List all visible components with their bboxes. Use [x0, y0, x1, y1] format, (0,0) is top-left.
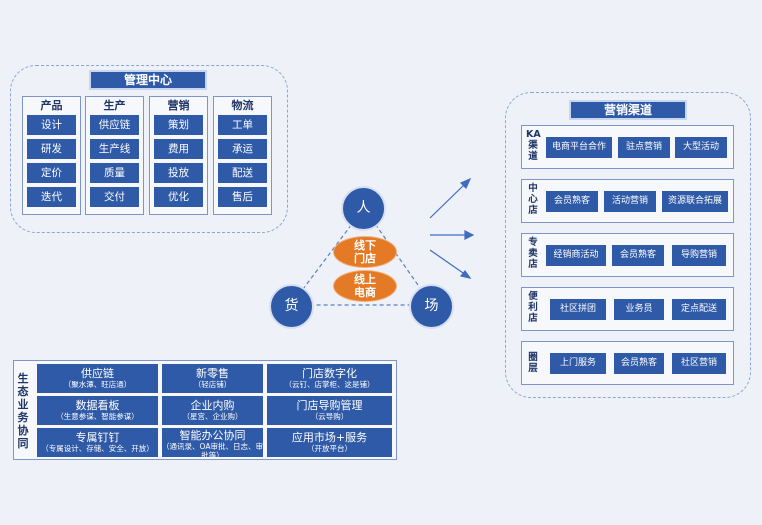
- mgmt-item: 定价: [27, 163, 76, 183]
- eco-cell-store-digital: 门店数字化 （云钉、店掌柜、这是铺）: [267, 364, 392, 393]
- eco-sub: （轻店铺）: [193, 380, 232, 389]
- channel-item: 定点配送: [672, 299, 726, 320]
- eco-title: 数据看板: [75, 399, 120, 412]
- eco-sub: （聚水潭、旺店通）: [63, 380, 132, 389]
- channel-item: 社区营销: [672, 353, 726, 374]
- mgmt-item: 配送: [218, 163, 267, 183]
- channel-item: 上门服务: [550, 353, 606, 374]
- mgmt-column-head: 物流: [231, 99, 254, 112]
- mgmt-item: 生产线: [90, 139, 139, 159]
- eco-title: 应用市场+服务: [291, 431, 368, 444]
- eco-cell-internal-purchase: 企业内购 （星宫、企业购）: [162, 396, 263, 425]
- eco-cell-office: 智能办公协同 （通讯录、OA审批、日志、审批等）: [162, 428, 263, 460]
- mgmt-item: 设计: [27, 115, 76, 135]
- mgmt-column-product: 产品 设计 研发 定价 迭代: [22, 96, 81, 215]
- eco-side-label: 生态业务协同: [17, 372, 29, 450]
- node-people: 人: [341, 186, 386, 231]
- mgmt-item: 策划: [154, 115, 203, 135]
- eco-title: 门店导购管理: [296, 399, 363, 412]
- online-line2: 电商: [354, 286, 376, 299]
- eco-cell-supply-chain: 供应链 （聚水潭、旺店通）: [37, 364, 158, 393]
- eco-sub: （开放平台）: [307, 444, 352, 453]
- channel-item: 电商平台合作: [546, 137, 612, 158]
- eco-cell-app-market: 应用市场+服务 （开放平台）: [267, 428, 392, 457]
- mgmt-item: 售后: [218, 187, 267, 207]
- eco-cell-store-guide: 门店导购管理 （云导购）: [267, 396, 392, 425]
- channel-row-center-store: 中心店 会员熟客 活动营销 资源联合拓展: [521, 179, 734, 223]
- offline-line1: 线下: [354, 239, 376, 252]
- eco-sub: （星宫、企业购）: [182, 412, 243, 421]
- offline-line2: 门店: [354, 252, 376, 265]
- eco-title: 门店数字化: [302, 367, 357, 380]
- channel-row-specialty-store: 专卖店 经销商活动 会员熟客 导购营销: [521, 233, 734, 277]
- mgmt-item: 优化: [154, 187, 203, 207]
- channel-row-circle: 圈层 上门服务 会员熟客 社区营销: [521, 341, 734, 385]
- mgmt-item: 质量: [90, 163, 139, 183]
- management-center-title: 管理中心: [89, 70, 207, 90]
- mgmt-item: 费用: [154, 139, 203, 159]
- eco-cell-data-board: 数据看板 （生意参谋、智能参谋）: [37, 396, 158, 425]
- eco-title: 新零售: [196, 367, 229, 380]
- channel-item: 业务员: [614, 299, 664, 320]
- mgmt-item: 迭代: [27, 187, 76, 207]
- eco-title: 智能办公协同: [179, 429, 246, 442]
- channel-item: 导购营销: [672, 245, 726, 266]
- channel-label: 专卖店: [528, 237, 538, 270]
- online-line1: 线上: [354, 273, 376, 286]
- mgmt-column-head: 产品: [40, 99, 63, 112]
- channel-item: 驻点营销: [618, 137, 670, 158]
- channel-row-convenience-store: 便利店 社区拼团 业务员 定点配送: [521, 287, 734, 331]
- marketing-channels-title: 营销渠道: [569, 100, 687, 120]
- channel-label: 中心店: [528, 183, 538, 216]
- eco-title: 专属钉钉: [75, 431, 120, 444]
- channel-label: 便利店: [528, 291, 538, 324]
- node-goods: 货: [269, 284, 314, 329]
- channel-row-ka: KA渠道 电商平台合作 驻点营销 大型活动: [521, 125, 734, 169]
- eco-sub: （生意参谋、智能参谋）: [56, 412, 139, 421]
- mgmt-item: 交付: [90, 187, 139, 207]
- mgmt-item: 供应链: [90, 115, 139, 135]
- eco-sub: （通讯录、OA审批、日志、审批等）: [162, 442, 263, 460]
- mgmt-item: 投放: [154, 163, 203, 183]
- channel-item: 活动营销: [604, 191, 656, 212]
- eco-sub: （专属设计、存储、安全、开放）: [41, 444, 154, 453]
- mgmt-column-head: 生产: [103, 99, 126, 112]
- channel-label: KA渠道: [526, 129, 541, 162]
- offline-store-oval: 线下 门店: [333, 236, 397, 268]
- mgmt-column-head: 营销: [167, 99, 190, 112]
- online-ecommerce-oval: 线上 电商: [333, 270, 397, 302]
- channel-label: 圈层: [528, 352, 538, 374]
- mgmt-column-production: 生产 供应链 生产线 质量 交付: [85, 96, 144, 215]
- eco-title: 供应链: [81, 367, 114, 380]
- mgmt-column-logistics: 物流 工单 承运 配送 售后: [213, 96, 272, 215]
- channel-item: 会员熟客: [612, 245, 664, 266]
- node-venue: 场: [409, 284, 454, 329]
- channel-item: 大型活动: [675, 137, 727, 158]
- mgmt-item: 承运: [218, 139, 267, 159]
- channel-item: 会员熟客: [546, 191, 598, 212]
- management-center-panel: [10, 65, 288, 233]
- channel-item: 经销商活动: [546, 245, 606, 266]
- eco-sub: （云钉、店掌柜、这是铺）: [284, 380, 375, 389]
- eco-cell-dingtalk: 专属钉钉 （专属设计、存储、安全、开放）: [37, 428, 158, 457]
- eco-title: 企业内购: [190, 399, 235, 412]
- channel-item: 资源联合拓展: [662, 191, 728, 212]
- mgmt-item: 工单: [218, 115, 267, 135]
- eco-cell-new-retail: 新零售 （轻店铺）: [162, 364, 263, 393]
- mgmt-item: 研发: [27, 139, 76, 159]
- marketing-channels-panel: [505, 92, 751, 398]
- mgmt-column-marketing: 营销 策划 费用 投放 优化: [149, 96, 208, 215]
- eco-sub: （云导购）: [310, 412, 349, 421]
- channel-item: 社区拼团: [550, 299, 606, 320]
- channel-item: 会员熟客: [614, 353, 664, 374]
